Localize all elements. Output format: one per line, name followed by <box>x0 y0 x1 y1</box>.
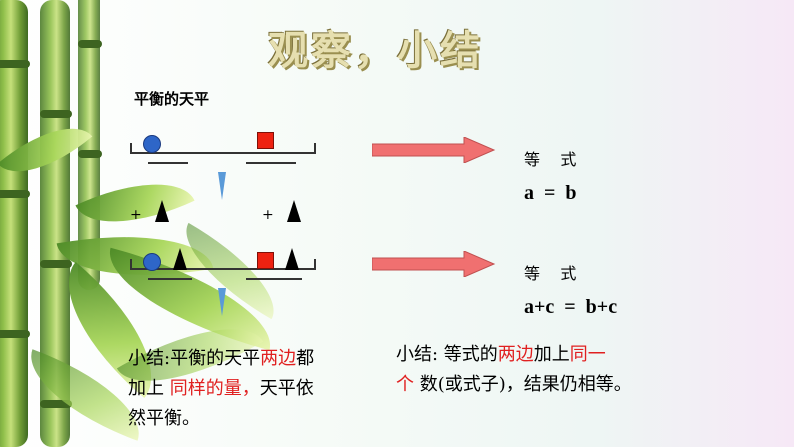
circle-weight-a <box>143 253 161 271</box>
right-summary: 小结: 等式的两边加上同一 个 数(或式子)，结果仍相等。 <box>396 344 632 395</box>
arrow-right-icon <box>372 137 496 163</box>
square-weight-b <box>257 132 274 149</box>
plus-sign-left: + <box>130 207 142 223</box>
page-title: 观察，小结 <box>268 27 483 74</box>
plus-sign-right: + <box>262 207 274 223</box>
triangle-weight-c <box>173 248 187 270</box>
equation-2-label: 等 式 <box>524 264 577 283</box>
square-weight-b <box>257 252 274 269</box>
balance-label: 平衡的天平 <box>134 90 210 108</box>
equation-1: a = b <box>524 182 577 204</box>
triangle-weight-c <box>285 248 299 270</box>
left-summary: 小结:平衡的天平两边都 加上 同样的量，天平依 然平衡。 <box>128 348 315 429</box>
triangle-weight-c-left <box>155 200 169 222</box>
equation-1-label: 等 式 <box>524 150 577 169</box>
circle-weight-a <box>143 135 161 153</box>
equation-2: a+c = b+c <box>524 296 618 318</box>
arrow-right-icon <box>372 251 496 277</box>
triangle-weight-c-right <box>287 200 301 222</box>
